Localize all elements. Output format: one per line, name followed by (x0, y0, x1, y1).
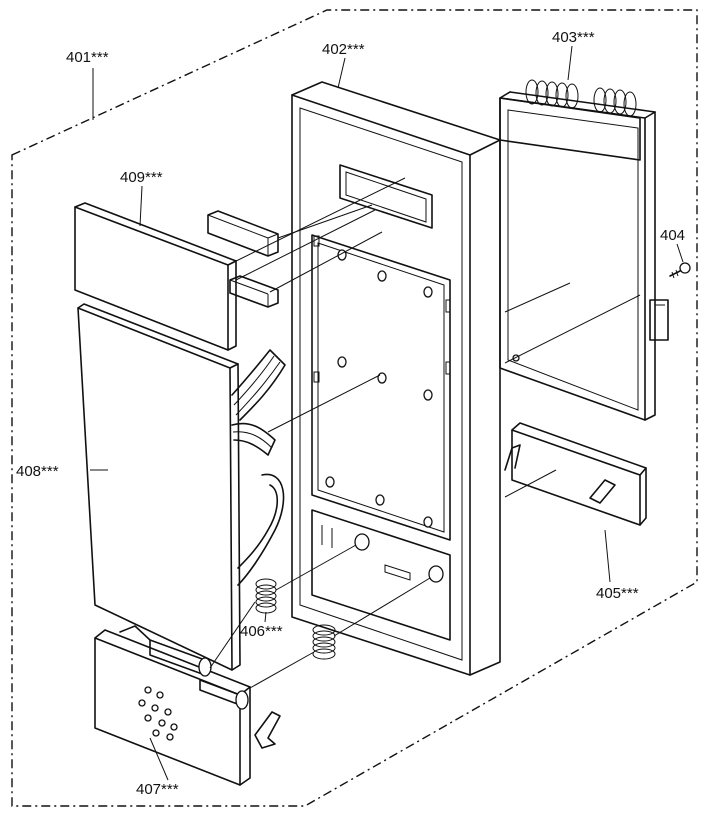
assembly-guide-lines (209, 177, 641, 689)
label-408: 408*** (16, 463, 59, 480)
connector-coils (525, 79, 637, 117)
part-405-latch-lever (504, 422, 647, 526)
door-screw-holes (325, 249, 444, 583)
part-409-window-panel (74, 202, 237, 351)
label-402: 402*** (322, 41, 365, 58)
part-407-button-cover (94, 625, 281, 786)
part-406-springs (255, 578, 336, 660)
assembly-boundary (11, 9, 698, 807)
window-strips (207, 210, 279, 308)
label-403: 403*** (552, 29, 595, 46)
label-407: 407*** (136, 781, 179, 798)
label-405: 405*** (596, 585, 639, 602)
label-409: 409*** (120, 169, 163, 186)
part-408-membrane-panel (77, 303, 286, 671)
part-404-screw (669, 262, 691, 279)
part-402-door-frame (291, 81, 501, 676)
label-404: 404 (660, 227, 685, 244)
label-401: 401*** (66, 49, 109, 66)
leader-lines (90, 45, 684, 781)
part-403-circuit-board (499, 79, 669, 421)
keypad-dots (138, 686, 178, 741)
label-406: 406*** (240, 623, 283, 640)
